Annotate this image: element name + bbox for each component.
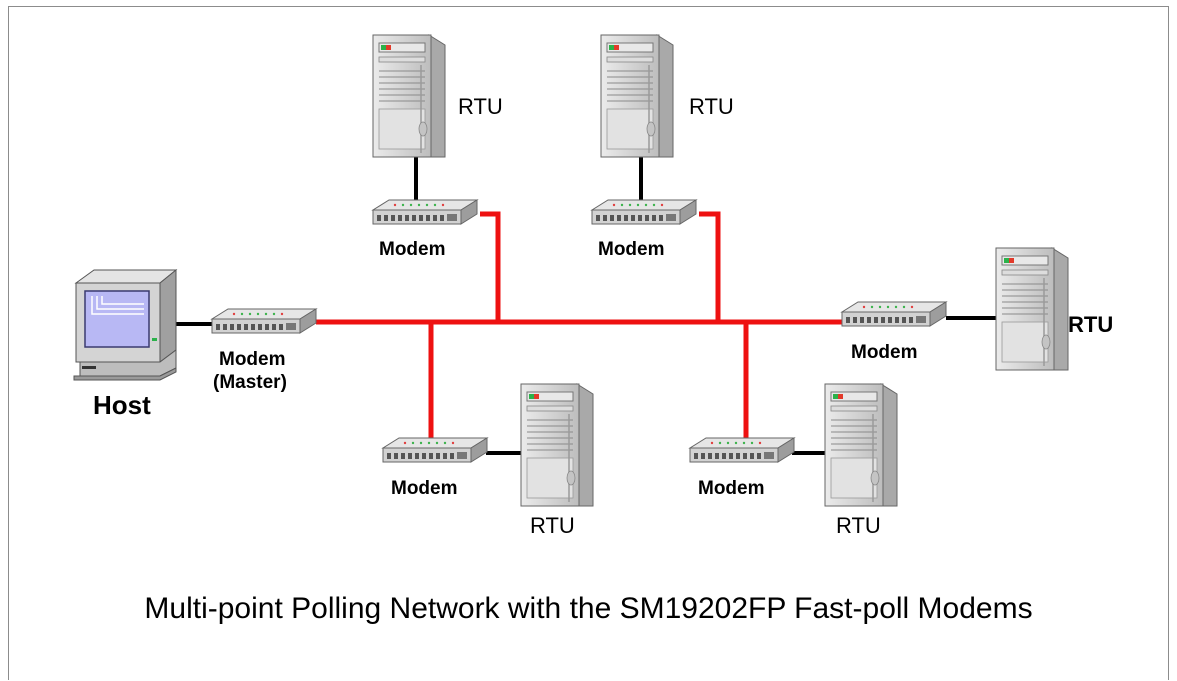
master-modem-sublabel: (Master) (213, 372, 287, 393)
modem-icon (591, 199, 697, 225)
modem-label-2: Modem (598, 239, 665, 260)
diagram-frame (8, 6, 1169, 680)
server-icon (600, 34, 674, 158)
rtu-label-5: RTU (836, 513, 881, 538)
modem-icon (841, 301, 947, 327)
polling-bus (316, 211, 852, 438)
server-icon (520, 383, 594, 507)
computer-icon (73, 268, 178, 381)
modem-icon (372, 199, 478, 225)
host-label: Host (93, 390, 151, 420)
modem-label-5: Modem (698, 478, 765, 499)
diagram-caption: Multi-point Polling Network with the SM1… (144, 592, 1033, 625)
rtu-label-4: RTU (530, 513, 575, 538)
modem-label-4: Modem (391, 478, 458, 499)
modem-icon (689, 437, 795, 463)
rtu-label-2: RTU (689, 94, 734, 119)
server-icon (372, 34, 446, 158)
bus-drop-modem-1 (480, 211, 501, 322)
modem-icon (382, 437, 488, 463)
modem-label-3: Modem (851, 342, 918, 363)
bus-drop-modem-2 (699, 211, 721, 322)
master-modem-label: Modem (219, 349, 286, 370)
server-icon (995, 247, 1069, 371)
device-links (175, 156, 997, 455)
rtu-label-1: RTU (458, 94, 503, 119)
modem-icon (211, 308, 317, 334)
rtu-label-3: RTU (1068, 312, 1114, 337)
server-icon (824, 383, 898, 507)
modem-label-1: Modem (379, 239, 446, 260)
